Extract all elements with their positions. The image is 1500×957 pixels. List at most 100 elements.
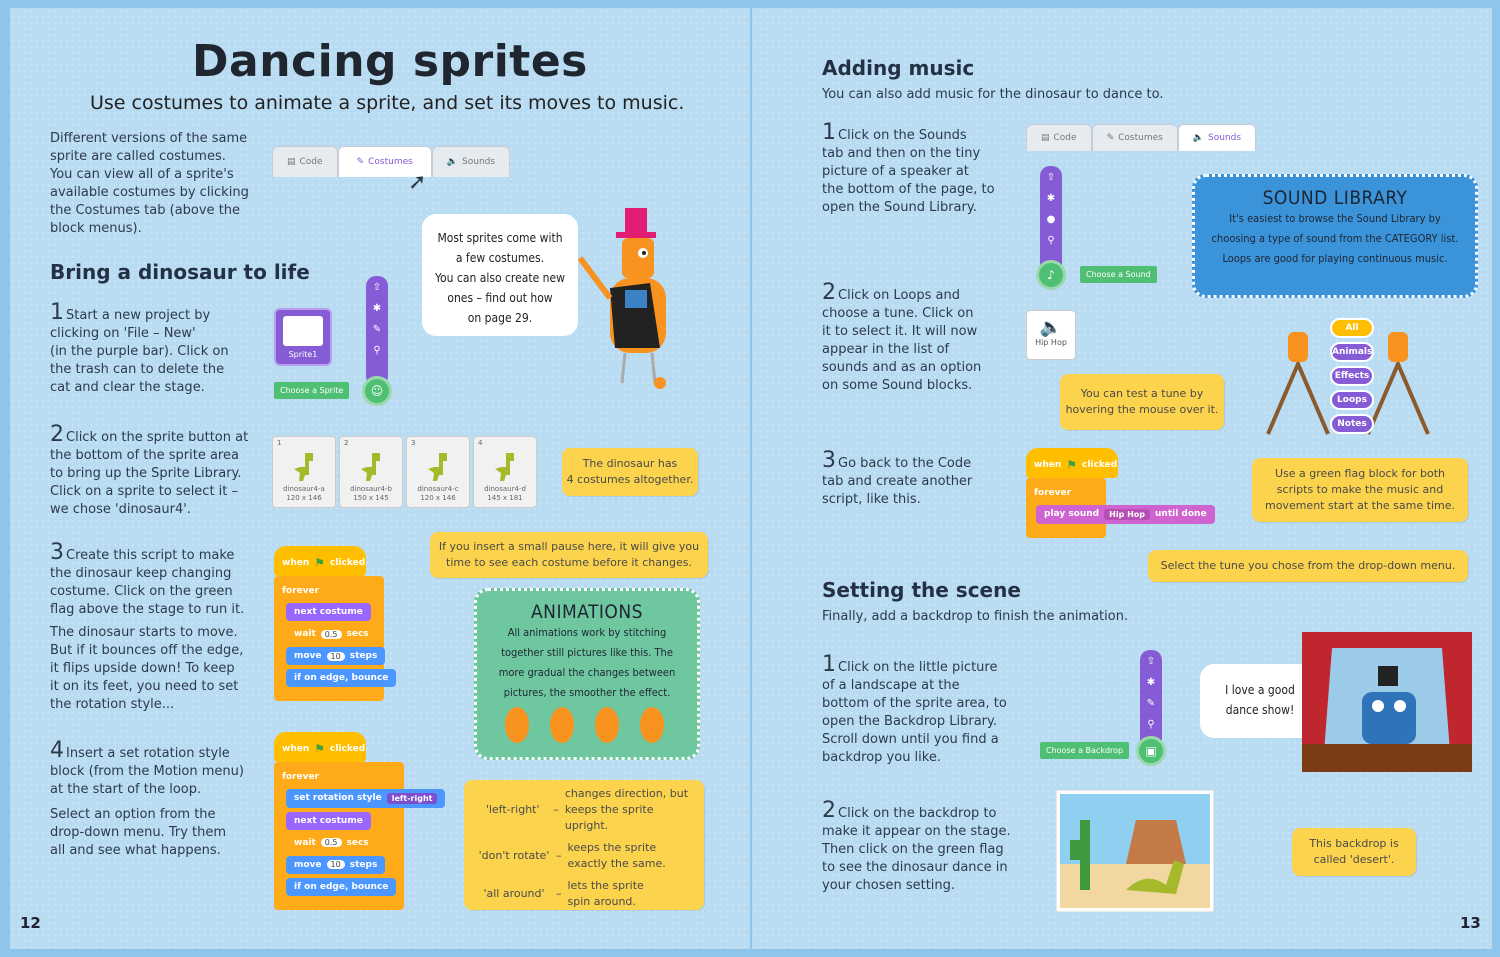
upload-icon[interactable]: ⇧ [372, 282, 382, 293]
robot-character [577, 208, 666, 389]
when-flag-block[interactable]: when⚑clicked [274, 732, 366, 762]
dinosaur-icon [495, 453, 514, 481]
paint-icon[interactable]: ✎ [1146, 698, 1156, 709]
surprise-icon[interactable]: ✱ [1046, 193, 1056, 204]
category-all[interactable]: All [1330, 318, 1374, 338]
heading-music: Adding music [822, 56, 975, 80]
category-loops[interactable]: Loops [1330, 390, 1374, 410]
sound-dropdown[interactable]: Hip Hop [1104, 508, 1150, 520]
dinosaur-icon [361, 453, 380, 481]
category-stands-illustration [1266, 332, 1430, 435]
note-tune: Select the tune you chose from the drop-… [1148, 550, 1468, 582]
step-3-more: The dinosaur starts to move.But if it bo… [50, 625, 244, 712]
editor-tabs: ▤Code ✎Costumes 🔈Sounds [1026, 124, 1257, 151]
bounce-block[interactable]: if on edge, bounce [286, 877, 397, 896]
when-flag-block[interactable]: when⚑clicked [1026, 448, 1118, 478]
sound-card[interactable]: 🔈 Hip Hop [1026, 310, 1076, 360]
music-intro: You can also add music for the dinosaur … [822, 87, 1164, 102]
scene-intro: Finally, add a backdrop to finish the an… [822, 609, 1129, 624]
stage-illustration [1302, 632, 1472, 772]
choose-sprite-label: Choose a Sprite [274, 382, 350, 399]
upload-icon[interactable]: ⇧ [1046, 172, 1056, 183]
speaker-icon: 🔈 [1039, 317, 1063, 338]
cat-icon: ☺ [370, 384, 384, 398]
green-flag-icon: ⚑ [314, 742, 325, 756]
surprise-icon[interactable]: ✱ [372, 303, 382, 314]
choose-backdrop-label: Choose a Backdrop [1040, 742, 1130, 759]
category-notes[interactable]: Notes [1330, 414, 1374, 434]
search-icon[interactable]: ⚲ [1047, 235, 1055, 246]
search-icon[interactable]: ⚲ [373, 345, 381, 356]
green-flag-icon: ⚑ [1066, 458, 1077, 472]
tab-costumes[interactable]: ✎Costumes [1091, 124, 1178, 151]
sound-toolbar: ⇧ ✱ ● ⚲ [1040, 166, 1062, 276]
choose-sound-label: Choose a Sound [1080, 266, 1157, 283]
choose-sound-button[interactable]: ♪ [1036, 260, 1066, 290]
dinosaur-icon [294, 453, 313, 481]
tab-sounds[interactable]: 🔈Sounds [431, 146, 511, 177]
surprise-icon[interactable]: ✱ [1146, 677, 1156, 688]
category-effects[interactable]: Effects [1330, 366, 1374, 386]
when-flag-block[interactable]: when⚑clicked [274, 546, 366, 576]
next-costume-block[interactable]: next costume [286, 603, 371, 621]
tab-code[interactable]: ▤Code [272, 146, 338, 177]
rotation-dropdown[interactable]: left-right [386, 792, 438, 804]
sprite-card[interactable]: Sprite1 [274, 308, 332, 366]
cursor-icon: ➚ [408, 170, 427, 195]
brush-icon: ✎ [356, 157, 365, 167]
next-costume-block[interactable]: next costume [286, 811, 371, 830]
upload-icon[interactable]: ⇧ [1146, 656, 1156, 667]
green-flag-icon: ⚑ [314, 556, 325, 570]
category-list: All Animals Effects Loops Notes [1330, 318, 1374, 434]
tab-sounds[interactable]: 🔈Sounds [1177, 124, 1257, 151]
bounce-block[interactable]: if on edge, bounce [286, 669, 397, 687]
choose-sprite-button[interactable]: ☺ [362, 376, 392, 406]
editor-tabs: ▤Code ✎Costumes 🔈Sounds [272, 146, 511, 177]
stage-toolbar: ⇧ ✱ ✎ ⚲ [1140, 650, 1162, 754]
tab-code[interactable]: ▤Code [1026, 124, 1092, 151]
left-page: Dancing sprites Use costumes to animate … [10, 8, 750, 949]
desert-backdrop-thumbnail[interactable] [1056, 790, 1214, 912]
record-icon[interactable]: ● [1046, 214, 1056, 225]
tab-costumes[interactable]: ✎Costumes [337, 146, 432, 177]
choose-backdrop-button[interactable]: ▣ [1136, 736, 1166, 766]
sound-library-box: SOUND LIBRARY It's easiest to browse the… [1192, 174, 1478, 298]
speaker-icon: ♪ [1047, 268, 1055, 282]
paint-icon[interactable]: ✎ [372, 324, 382, 335]
category-animals[interactable]: Animals [1330, 342, 1374, 362]
landscape-icon: ▣ [1145, 744, 1157, 758]
search-icon[interactable]: ⚲ [1147, 719, 1155, 730]
animation-frames-illustration [505, 707, 664, 743]
